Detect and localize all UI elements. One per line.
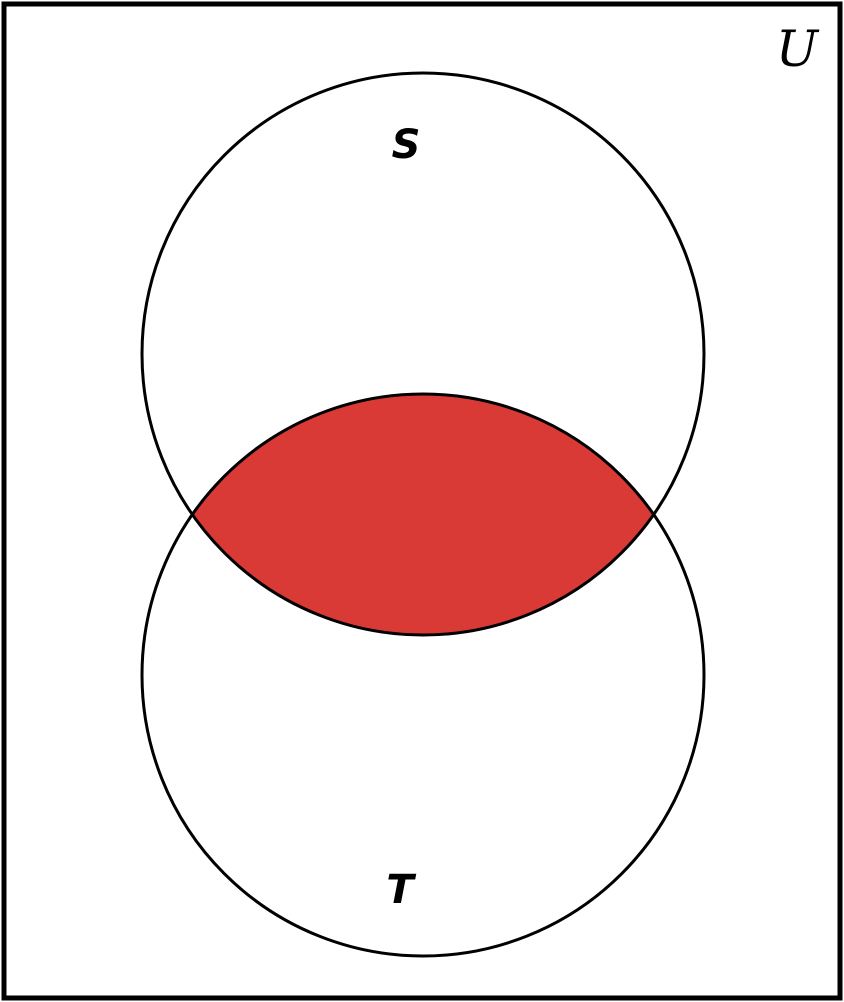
set-t-label: T [386,867,416,913]
set-s-label: S [392,122,421,168]
universe-label: U [776,20,820,78]
intersection-region [142,394,704,635]
set-t-circle [140,392,706,958]
set-s-circle [140,71,706,637]
